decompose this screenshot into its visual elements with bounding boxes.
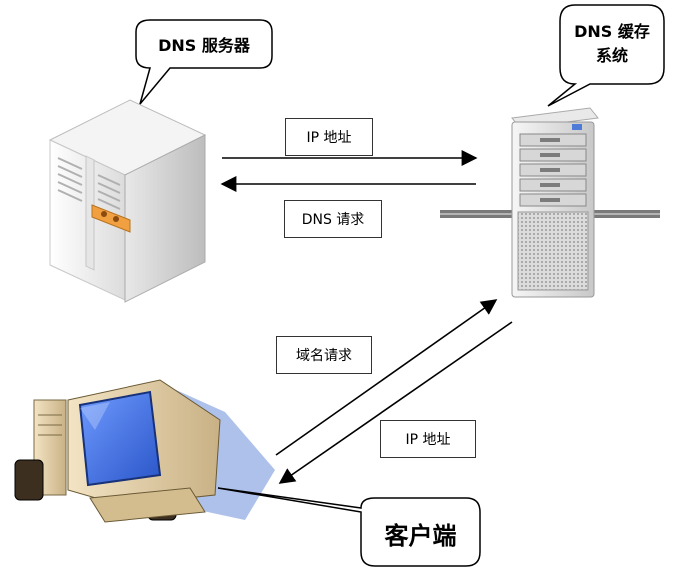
arrow-domain-request — [275, 299, 498, 456]
dns-cache-server-icon — [440, 107, 660, 298]
callout-dns-server — [135, 19, 273, 105]
edge-label-dns-request: DNS 请求 — [284, 200, 382, 238]
client-computer-icon — [14, 379, 275, 523]
edge-label-ip-address-bottom: IP 地址 — [380, 420, 476, 458]
callout-client — [217, 487, 481, 567]
callout-dns-cache — [547, 4, 665, 107]
arrow-ip-to-client — [278, 321, 513, 484]
dns-server-icon — [48, 99, 207, 303]
dns-cache-label-line2: 系统 — [595, 46, 628, 65]
edge-label-domain-request: 域名请求 — [276, 336, 372, 374]
dns-cache-label-line1: DNS 缓存 — [574, 22, 650, 41]
client-label: 客户端 — [384, 522, 457, 550]
dns-server-label: DNS 服务器 — [158, 36, 250, 55]
edge-label-ip-address-top: IP 地址 — [285, 118, 373, 156]
